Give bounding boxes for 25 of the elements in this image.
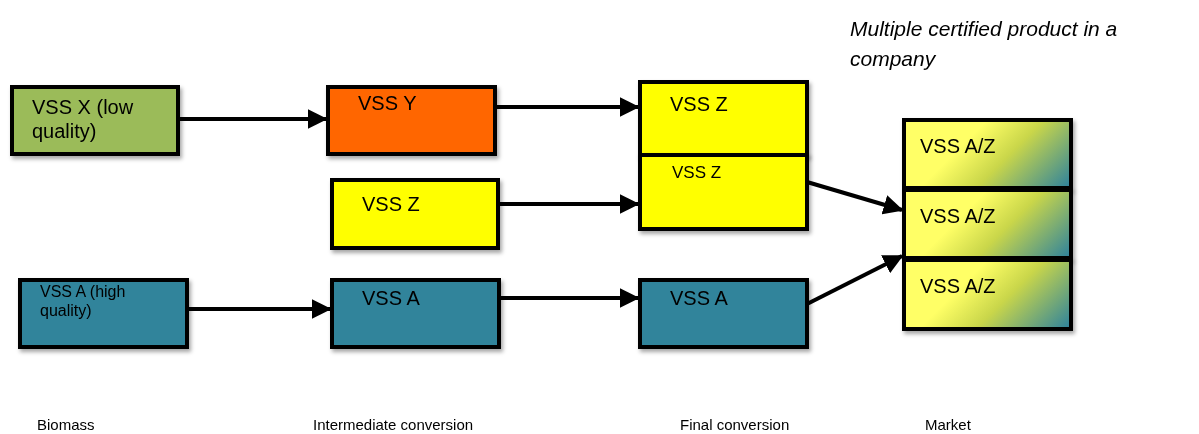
process-box — [902, 188, 1073, 260]
process-box — [330, 178, 500, 250]
process-box — [10, 85, 180, 156]
process-box — [330, 278, 501, 349]
process-box — [902, 258, 1073, 331]
process-box — [326, 85, 497, 156]
stage-label: Intermediate conversion — [313, 416, 474, 433]
node-text: VSS Y — [358, 91, 418, 115]
process-box — [902, 118, 1073, 190]
node-text: VSS X (low quality) — [32, 95, 135, 143]
process-box — [18, 278, 189, 349]
node-text: VSS Z — [672, 163, 723, 184]
node-text: VSS A — [670, 286, 729, 310]
node-text: VSS A/Z — [920, 204, 997, 228]
node-text: VSS A — [362, 286, 421, 310]
node-text: VSS A/Z — [920, 134, 997, 158]
stage-label: Market — [925, 416, 971, 433]
title: Multiple certified product in a company — [850, 16, 1119, 73]
node-text: VSS A (high quality) — [40, 282, 127, 321]
node-text: VSS Z — [670, 92, 729, 116]
process-box — [638, 278, 809, 349]
stage-label: Biomass — [37, 416, 95, 433]
node-text: VSS A/Z — [920, 274, 997, 298]
stage-label: Final conversion — [680, 416, 790, 433]
node-text: VSS Z — [362, 192, 421, 216]
